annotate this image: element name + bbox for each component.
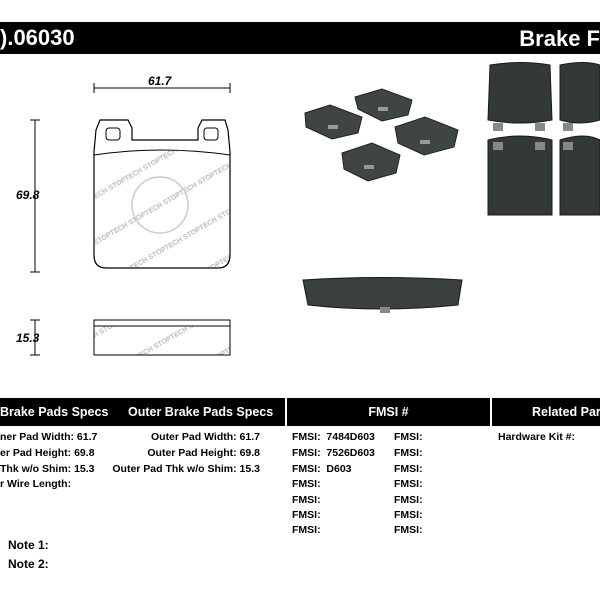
note-2: Note 2: (8, 557, 49, 571)
related-title: Related Par (532, 405, 600, 419)
fmsi-row-right: FMSI: (394, 478, 423, 490)
pad-front-photo (487, 62, 600, 216)
fmsi-row: FMSI: (292, 509, 321, 521)
inner-spec-row: er Pad Height: 69.8 (0, 447, 95, 459)
fmsi-row: FMSI: 7526D603 (292, 447, 375, 459)
fmsi-row: FMSI: 7484D603 (292, 431, 375, 443)
fmsi-row: FMSI: D603 (292, 463, 352, 475)
fmsi-row-right: FMSI: (394, 431, 423, 443)
thickness-dimension: 15.3 (16, 331, 40, 345)
note-1: Note 1: (8, 538, 49, 552)
fmsi-row-right: FMSI: (394, 447, 423, 459)
outer-spec-row: Outer Pad Thk w/o Shim: 15.3 (112, 463, 260, 475)
inner-spec-row: ner Pad Width: 61.7 (0, 431, 98, 443)
fmsi-row-right: FMSI: (394, 524, 423, 536)
fmsi-row-right: FMSI: (394, 463, 423, 475)
fmsi-row: FMSI: (292, 478, 321, 490)
fmsi-row: FMSI: (292, 494, 321, 506)
fmsi-header: FMSI # (287, 398, 490, 426)
outer-specs-title: Outer Brake Pads Specs (128, 405, 274, 419)
height-dimension: 69.8 (16, 188, 40, 202)
inner-spec-row: r Wire Length: (0, 478, 72, 490)
title-bar: ).06030 Brake F (0, 22, 600, 54)
width-dimension: 61.7 (148, 74, 172, 88)
related-header: Related Par (492, 398, 600, 426)
part-number: ).06030 (0, 25, 75, 50)
inner-spec-row: Thk w/o Shim: 15.3 (0, 463, 95, 475)
fmsi-row: FMSI: (292, 524, 321, 536)
fmsi-row-right: FMSI: (394, 509, 423, 521)
outer-spec-row: Outer Pad Width: 61.7 (150, 431, 260, 443)
pad-set-photo (304, 88, 459, 182)
specs-header: Brake Pads Specs Outer Brake Pads Specs (0, 398, 285, 426)
pad-side-photo (302, 277, 463, 313)
page-title: Brake F (519, 26, 600, 51)
hardware-kit-label: Hardware Kit #: (498, 431, 576, 443)
fmsi-row-right: FMSI: (394, 494, 423, 506)
inner-specs-title: Brake Pads Specs (0, 405, 109, 419)
pad-drawing: STOPTECH (30, 83, 231, 356)
outer-spec-row: Outer Pad Height: 69.8 (147, 447, 260, 459)
